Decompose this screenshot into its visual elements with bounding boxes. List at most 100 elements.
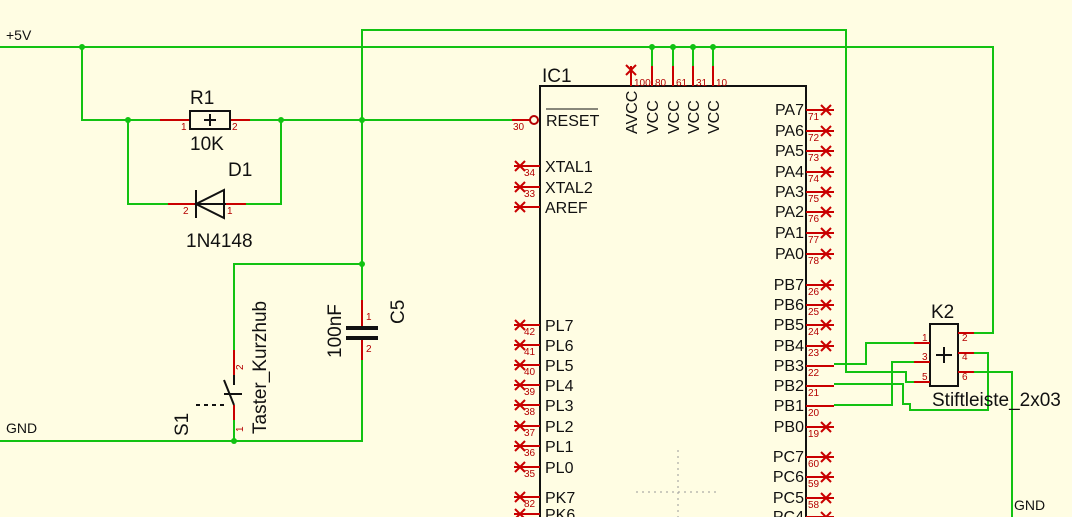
wires bbox=[0, 29, 1013, 517]
ic1-right-pin[interactable]: 57PC4 bbox=[773, 509, 834, 517]
k2-pin1: 1 bbox=[922, 333, 928, 344]
wire-pb1 bbox=[834, 361, 926, 406]
pin-label: PA0 bbox=[775, 246, 804, 263]
pin-number: 40 bbox=[524, 367, 536, 378]
wire-k2-gnd bbox=[962, 371, 1013, 517]
c5-value: 100nF bbox=[325, 304, 346, 358]
junctions bbox=[79, 44, 716, 444]
ic1-left-pin[interactable]: AREF bbox=[514, 200, 588, 217]
pin-number: 24 bbox=[808, 327, 820, 338]
pin-label: XTAL1 bbox=[545, 159, 593, 176]
pin-label: PL1 bbox=[545, 439, 574, 456]
pin-number: 59 bbox=[808, 479, 820, 490]
pin-label: PA3 bbox=[775, 184, 804, 201]
pin-number: 19 bbox=[808, 429, 820, 440]
wire-switch-top bbox=[233, 263, 362, 350]
ic1-right-pin[interactable]: 21 PB2 bbox=[774, 378, 834, 399]
s1-pin1-number: 1 bbox=[235, 426, 246, 432]
k2-pin4: 4 bbox=[962, 352, 968, 363]
k2-pin5: 5 bbox=[922, 372, 928, 383]
pin-label: PL2 bbox=[545, 419, 574, 436]
pin-label: PC5 bbox=[773, 490, 804, 507]
pin-number: 74 bbox=[808, 174, 820, 185]
pin-label: VCC bbox=[706, 100, 723, 134]
pin-label: PB1 bbox=[774, 398, 804, 415]
diode-d1[interactable]: 2 1 D1 1N4148 bbox=[168, 160, 253, 252]
r1-pin1-number: 1 bbox=[181, 122, 187, 133]
ic1-right-pin[interactable]: 25 PB6 bbox=[774, 297, 834, 318]
s1-value: Taster_Kurzhub bbox=[250, 301, 271, 434]
ic1-reset-pin-number: 30 bbox=[513, 122, 525, 133]
pin-label: PB4 bbox=[774, 338, 804, 355]
pin-number: 75 bbox=[808, 194, 820, 205]
pin-label: VCC bbox=[645, 100, 662, 134]
pin-label: VCC bbox=[666, 100, 683, 134]
k2-pin6: 6 bbox=[962, 372, 968, 383]
pin-number: 22 bbox=[808, 368, 820, 379]
ic1-reset-label: RESET bbox=[546, 113, 600, 130]
pin-label: PB2 bbox=[774, 378, 804, 395]
r1-value: 10K bbox=[190, 134, 224, 155]
pin-number: 23 bbox=[808, 348, 820, 359]
pin-label: PL7 bbox=[545, 318, 574, 335]
pin-number: 100 bbox=[634, 78, 651, 89]
net-label-gnd: GND bbox=[6, 420, 37, 436]
pin-label: VCC bbox=[686, 100, 703, 134]
pin-label: PL0 bbox=[545, 460, 574, 477]
ic1-right-pin[interactable]: 23 PB4 bbox=[774, 338, 834, 359]
wire-reset-k2 bbox=[361, 29, 926, 383]
connector-k2[interactable]: 1 2 3 4 5 6 K2 Stiftleiste_2x03 bbox=[914, 302, 1061, 411]
k2-value: Stiftleiste_2x03 bbox=[932, 390, 1061, 411]
s1-pin2-number: 2 bbox=[235, 364, 246, 370]
ic1-name: IC1 bbox=[542, 66, 572, 87]
pin-number: 61 bbox=[676, 78, 688, 89]
resistor-r1[interactable]: 1 2 R1 10K bbox=[160, 88, 250, 155]
ic1-left-pin[interactable]: 36 PL1 bbox=[514, 439, 574, 459]
pin-label: PB6 bbox=[774, 297, 804, 314]
capacitor-c5[interactable]: 1 2 C5 100nF bbox=[325, 300, 409, 360]
pin-label: XTAL2 bbox=[545, 180, 593, 197]
pin-label: PA2 bbox=[775, 204, 804, 221]
pin-number: 21 bbox=[808, 388, 820, 399]
ic1-right-pin[interactable]: 75 PA3 bbox=[775, 184, 834, 205]
pin-number: 26 bbox=[808, 287, 820, 298]
k2-pin3: 3 bbox=[922, 352, 928, 363]
switch-s1[interactable]: 2 1 S1 Taster_Kurzhub bbox=[172, 301, 271, 436]
pin-number: 36 bbox=[524, 448, 536, 459]
pin-number: 25 bbox=[808, 307, 820, 318]
